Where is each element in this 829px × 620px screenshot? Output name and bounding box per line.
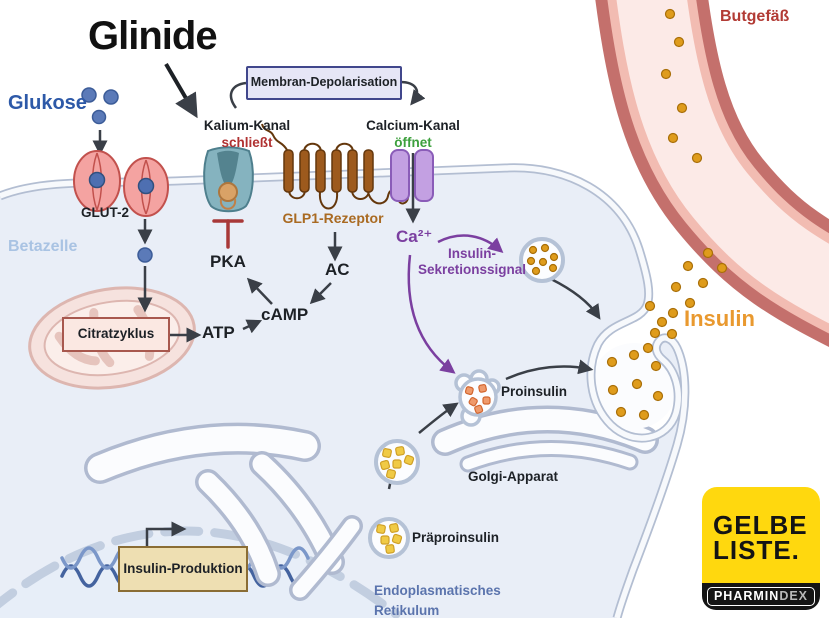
praeproinsulin-label: Präproinsulin bbox=[412, 530, 500, 545]
logo-subtitle: PHARMINDEX bbox=[706, 586, 816, 607]
glinide-arrow bbox=[164, 62, 198, 119]
glut2-transporter bbox=[73, 150, 169, 217]
insulin-granules-in-vessel bbox=[660, 8, 703, 164]
atp-to-camp-arrow bbox=[242, 319, 263, 334]
vesicle-proinsulin bbox=[454, 369, 501, 427]
glucose-in-cell bbox=[137, 247, 153, 263]
transcription-arrow-icon bbox=[145, 521, 187, 549]
citrate-cycle-label: Citratzyklus bbox=[77, 326, 155, 342]
secretion-signal-label: Insulin-Sekretionssignal bbox=[417, 246, 527, 278]
camp-to-pka-arrow bbox=[246, 277, 273, 305]
logo-subtitle-part2: DEX bbox=[779, 588, 809, 603]
membrane-depolarisation-label: Membran-Depolarisation bbox=[250, 75, 398, 90]
blood-vessel bbox=[595, 0, 829, 348]
beta-cell-body bbox=[0, 167, 685, 618]
glut2-label: GLUT-2 bbox=[80, 205, 129, 220]
golgi-label: Golgi-Apparat bbox=[468, 469, 558, 484]
blood-vessel-label: Butgefäß bbox=[720, 8, 790, 25]
glucose-molecules bbox=[81, 87, 153, 263]
pathway-arrows bbox=[92, 80, 601, 490]
atp-label: ATP bbox=[202, 323, 235, 342]
logo-black-bar: PHARMINDEX bbox=[702, 583, 820, 610]
logo-subtitle-part1: PHARMIN bbox=[713, 588, 780, 603]
insulin-label: Insulin bbox=[684, 306, 755, 331]
inhibition-tee-icon bbox=[212, 219, 244, 249]
vesicle-secretion-signal bbox=[519, 237, 565, 283]
glp1-receptor-label: GLP1-Rezeptor bbox=[282, 210, 384, 226]
insulin-granules-released bbox=[642, 247, 728, 354]
diagram-title: Glinide bbox=[88, 14, 218, 58]
potassium-channel bbox=[203, 146, 254, 213]
insulin-production-label: Insulin-Produktion bbox=[123, 560, 243, 576]
cell-membrane bbox=[0, 163, 690, 618]
calcium-ion-label: Ca²⁺ bbox=[396, 227, 433, 246]
proinsulin-to-pocket-arrow bbox=[505, 359, 594, 381]
endoplasmic-reticulum-label: Endoplasmatisches Retikulum bbox=[374, 583, 501, 618]
vesicle-to-golgi-arrow bbox=[418, 402, 459, 434]
citrate-cycle-box: Citratzyklus bbox=[62, 317, 170, 352]
depolarisation-connector-left bbox=[229, 81, 247, 109]
secretion-signal-arrows bbox=[407, 234, 504, 374]
potassium-state-label: schließt bbox=[221, 135, 273, 150]
glucose-label: Glukose bbox=[8, 92, 87, 114]
vesicle-transport bbox=[374, 439, 420, 485]
pka-label: PKA bbox=[210, 252, 246, 271]
vesicle-praeproinsulin bbox=[368, 517, 410, 559]
insulin-production-box: Insulin-Produktion bbox=[118, 546, 248, 592]
logo-yellow-panel: GELBE LISTE. bbox=[702, 487, 820, 583]
logo-title-line1: GELBE bbox=[713, 510, 808, 540]
endoplasmic-reticulum bbox=[84, 422, 363, 601]
vesicle-to-pocket-arrow bbox=[550, 277, 601, 320]
depolarisation-connector-right bbox=[399, 80, 426, 106]
insulin-granules-pocket bbox=[606, 349, 664, 421]
logo-title-line2: LISTE. bbox=[713, 535, 800, 566]
beta-cell-label: Betazelle bbox=[8, 238, 78, 255]
potassium-channel-label: Kalium-Kanal bbox=[203, 118, 291, 133]
ac-to-camp-arrow bbox=[309, 282, 332, 305]
calcium-channel bbox=[390, 149, 434, 202]
proinsulin-label: Proinsulin bbox=[501, 384, 568, 399]
glp1-receptor bbox=[261, 123, 409, 210]
gelbe-liste-logo: GELBE LISTE. PHARMINDEX bbox=[702, 487, 820, 610]
calcium-channel-label: Calcium-Kanal bbox=[366, 118, 460, 133]
ac-label: AC bbox=[325, 260, 350, 279]
calcium-state-label: öffnet bbox=[394, 135, 432, 150]
camp-label: cAMP bbox=[261, 305, 309, 324]
membrane-depolarisation-box: Membran-Depolarisation bbox=[246, 66, 402, 100]
